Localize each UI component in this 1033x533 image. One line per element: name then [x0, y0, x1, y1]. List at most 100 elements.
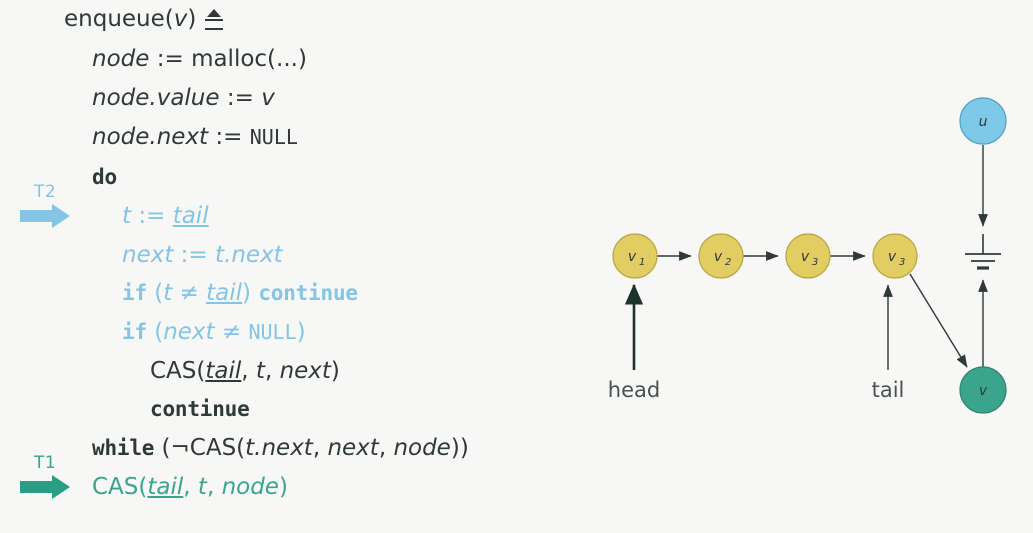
node-v2: v 2	[698, 233, 744, 279]
procedure-param: v	[173, 6, 188, 32]
line-cas-tail-t-next-part-3: t	[255, 358, 265, 384]
null-ground-icon	[965, 234, 1001, 270]
line-while-part-4: next	[327, 435, 379, 461]
line-while-part-0: while	[92, 436, 155, 460]
line-cas-tail-t-next-part-4: ,	[264, 358, 280, 384]
line-if-t-neq-tail-part-5: )	[242, 280, 259, 306]
line-cas-tail-t-next-part-6: )	[330, 358, 340, 384]
line-cas-tail-t-next: CAS(tail, t, next)	[150, 360, 340, 383]
line-cas-tail-t-next-part-2: ,	[241, 358, 256, 384]
line-node-next-part-2: NULL	[249, 125, 298, 149]
line-node-next-part-1: :=	[208, 124, 250, 150]
thread-arrow-shaft	[20, 210, 54, 222]
line-if-t-neq-tail-part-3: ≠	[172, 280, 207, 306]
line-while-part-2: t.next	[245, 435, 313, 461]
line-if-t-neq-tail-part-0: if	[122, 281, 147, 305]
thread-marker-t1: T1	[20, 455, 84, 501]
line-while-part-1: (¬CAS(	[154, 435, 246, 461]
thread-arrow-head-icon	[52, 475, 70, 499]
line-node-value: node.value := v	[92, 87, 275, 110]
line-next-assign: next := t.next	[122, 244, 283, 267]
paren-open: (	[164, 6, 174, 32]
line-cas-tail-t-next-part-0: CAS(	[150, 358, 206, 384]
node-v3b: v 3	[872, 233, 918, 279]
procedure-name: enqueue	[64, 6, 165, 32]
thread-marker-t2: T2	[20, 184, 84, 230]
line-node-value-part-0: node.value	[92, 85, 220, 111]
line-if-next-neq-null-part-3: ≠	[214, 319, 249, 345]
node-label: v	[888, 249, 897, 265]
line-next-assign-part-0: next	[122, 242, 174, 268]
node-label: v	[628, 249, 637, 265]
node-label: v	[979, 383, 988, 399]
line-if-t-neq-tail-part-1: (	[146, 280, 164, 306]
node-sublabel: 1	[639, 257, 645, 268]
line-if-next-neq-null-part-0: if	[122, 320, 147, 344]
line-if-next-neq-null: if (next ≠ NULL)	[122, 321, 306, 344]
line-if-next-neq-null-part-5: )	[296, 319, 306, 345]
line-node-value-part-1: :=	[219, 85, 262, 111]
edge-v3b-v	[909, 273, 968, 368]
line-cas-tail-t-node-part-1: tail	[147, 474, 184, 500]
line-node-next: node.next := NULL	[92, 126, 298, 149]
line-t-assign-tail: t := tail	[122, 205, 209, 228]
linked-list-diagram: v 1 v 2 v 3 v 3 u v head tail	[560, 0, 1033, 533]
line-cas-tail-t-next-part-1: tail	[205, 358, 242, 384]
line-next-assign-part-2: t.next	[215, 242, 283, 268]
line-malloc: node := malloc(...)	[92, 48, 307, 71]
node-u: u	[959, 97, 1007, 145]
line-malloc-part-0: node	[92, 46, 150, 72]
line-if-next-neq-null-part-1: (	[146, 319, 164, 345]
procedure-signature: enqueue(v)	[64, 8, 224, 31]
line-continue: continue	[150, 398, 250, 421]
line-t-assign-tail-part-2: tail	[172, 203, 209, 229]
line-do: do	[92, 166, 117, 189]
line-cas-tail-t-node-part-2: ,	[183, 474, 198, 500]
line-malloc-part-2: malloc(...)	[191, 46, 307, 72]
line-t-assign-tail-part-1: :=	[131, 203, 173, 229]
line-cas-tail-t-node: CAS(tail, t, node)	[92, 476, 288, 499]
line-t-assign-tail-part-0: t	[122, 203, 132, 229]
line-while-part-6: node	[393, 435, 451, 461]
node-sublabel: 3	[899, 257, 905, 268]
line-malloc-part-1: :=	[149, 46, 192, 72]
line-cas-tail-t-node-part-0: CAS(	[92, 474, 148, 500]
line-if-next-neq-null-part-4: NULL	[248, 320, 297, 344]
line-continue-part-0: continue	[150, 397, 250, 421]
line-cas-tail-t-node-part-6: )	[278, 474, 288, 500]
line-do-part-0: do	[92, 165, 117, 189]
line-node-value-part-2: v	[261, 85, 275, 111]
node-label: v	[801, 249, 810, 265]
pseudocode-listing: enqueue(v) node := malloc(...) node.valu…	[20, 8, 469, 501]
node-label: v	[714, 249, 723, 265]
node-label: u	[979, 114, 988, 130]
line-while-part-3: ,	[312, 435, 328, 461]
line-node-next-part-0: node.next	[92, 124, 209, 150]
pointer-label-head: head	[608, 378, 660, 402]
node-v1: v 1	[612, 233, 658, 279]
line-if-t-neq-tail-part-6: continue	[258, 281, 358, 305]
line-cas-tail-t-next-part-5: next	[279, 358, 331, 384]
defined-as-icon	[204, 8, 224, 30]
node-v3: v 3	[785, 233, 831, 279]
line-cas-tail-t-node-part-3: t	[197, 474, 207, 500]
node-sublabel: 2	[725, 257, 731, 268]
thread-arrow-head-icon	[52, 204, 70, 228]
line-while: while (¬CAS(t.next, next, node))	[92, 437, 469, 460]
paren-close: )	[187, 6, 197, 32]
line-if-next-neq-null-part-2: next	[163, 319, 215, 345]
node-v: v	[959, 366, 1007, 414]
line-next-assign-part-1: :=	[173, 242, 216, 268]
node-sublabel: 3	[812, 257, 818, 268]
line-if-t-neq-tail: if (t ≠ tail) continue	[122, 282, 358, 305]
pointer-label-tail: tail	[872, 378, 905, 402]
thread-label: T1	[34, 453, 57, 473]
line-while-part-7: ))	[450, 435, 469, 461]
thread-label: T2	[34, 182, 57, 202]
line-cas-tail-t-node-part-5: node	[221, 474, 279, 500]
line-if-t-neq-tail-part-4: tail	[206, 280, 243, 306]
line-if-t-neq-tail-part-2: t	[163, 280, 173, 306]
line-while-part-5: ,	[378, 435, 394, 461]
line-cas-tail-t-node-part-4: ,	[206, 474, 222, 500]
thread-arrow-shaft	[20, 481, 54, 493]
